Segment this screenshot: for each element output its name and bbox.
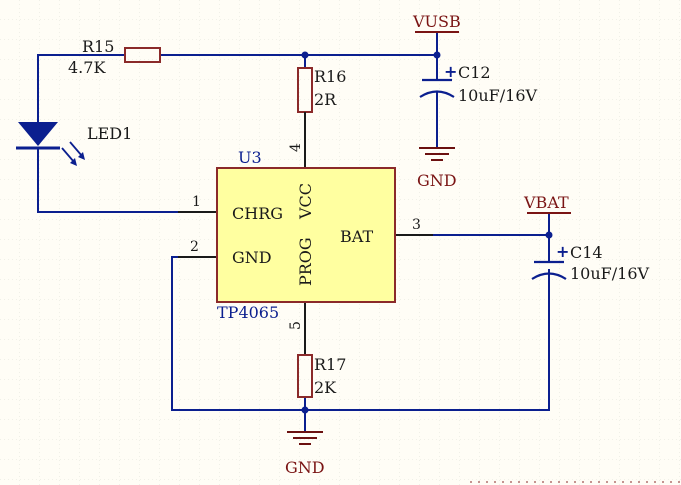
gnd-bottom-label: GND (285, 458, 325, 477)
r15-value: 4.7K (68, 58, 106, 77)
capacitor-c12[interactable]: + C12 10uF/16V (419, 62, 538, 105)
resistor-body (124, 47, 161, 63)
r17-value: 2K (314, 378, 337, 397)
pin-bat-name: BAT (340, 227, 373, 246)
r17-designator: R17 (314, 355, 346, 374)
junction-dot (433, 51, 441, 59)
pin-1-number: 1 (192, 194, 201, 210)
pin-chrg-name: CHRG (232, 204, 283, 223)
r16-designator: R16 (314, 67, 346, 86)
resistor-body (297, 354, 313, 398)
wire-led-chrg (37, 147, 218, 213)
resistor-r16[interactable]: R16 2R (297, 67, 346, 130)
pin-vcc-name: VCC (296, 183, 315, 220)
vusb-label: VUSB (412, 12, 461, 31)
gnd-top-label: GND (417, 171, 457, 190)
pin-gnd-name: GND (232, 248, 272, 267)
power-port-vbat: VBAT (523, 193, 571, 214)
ic-body (216, 167, 396, 303)
wire-led-r15 (37, 54, 126, 121)
vbat-label: VBAT (523, 193, 569, 212)
junctions (301, 51, 553, 414)
led1-designator: LED1 (87, 124, 132, 143)
junction-dot (545, 231, 553, 239)
polarity-plus-icon: + (444, 62, 457, 81)
junction-dot (301, 406, 309, 414)
junction-dot (301, 51, 309, 59)
ground-symbol-bottom: GND (285, 431, 325, 477)
cap-plate-negative (419, 90, 455, 98)
led-triangle (18, 122, 58, 146)
led-led1[interactable]: LED1 (16, 117, 132, 166)
c14-designator: C14 (570, 243, 603, 262)
c12-value: 10uF/16V (458, 86, 538, 105)
light-emission-icon (61, 141, 85, 166)
r16-value: 2R (314, 90, 337, 109)
c14-value: 10uF/16V (570, 264, 650, 283)
resistor-r15[interactable]: R15 4.7K (68, 37, 161, 77)
resistor-r17[interactable]: R17 2K (297, 340, 346, 398)
power-port-vusb: VUSB (412, 12, 461, 33)
polarity-plus-icon: + (556, 242, 569, 261)
r15-designator: R15 (82, 37, 114, 56)
u3-designator: U3 (238, 148, 262, 167)
cap-plate-negative (531, 272, 567, 280)
pin-prog-name: PROG (296, 237, 315, 286)
u3-part-number: TP4065 (217, 303, 279, 322)
pin-3-number: 3 (412, 217, 421, 233)
c12-designator: C12 (458, 63, 491, 82)
ic-u3[interactable]: U3 1 2 3 4 5 CHRG GND BAT VCC PROG TP406… (178, 130, 433, 340)
capacitor-c14[interactable]: + C14 10uF/16V (531, 242, 650, 283)
pin-2-number: 2 (190, 239, 199, 255)
ground-symbol-top: GND (417, 147, 457, 190)
pin-5-number: 5 (288, 321, 304, 330)
pin-4-number: 4 (288, 143, 304, 152)
